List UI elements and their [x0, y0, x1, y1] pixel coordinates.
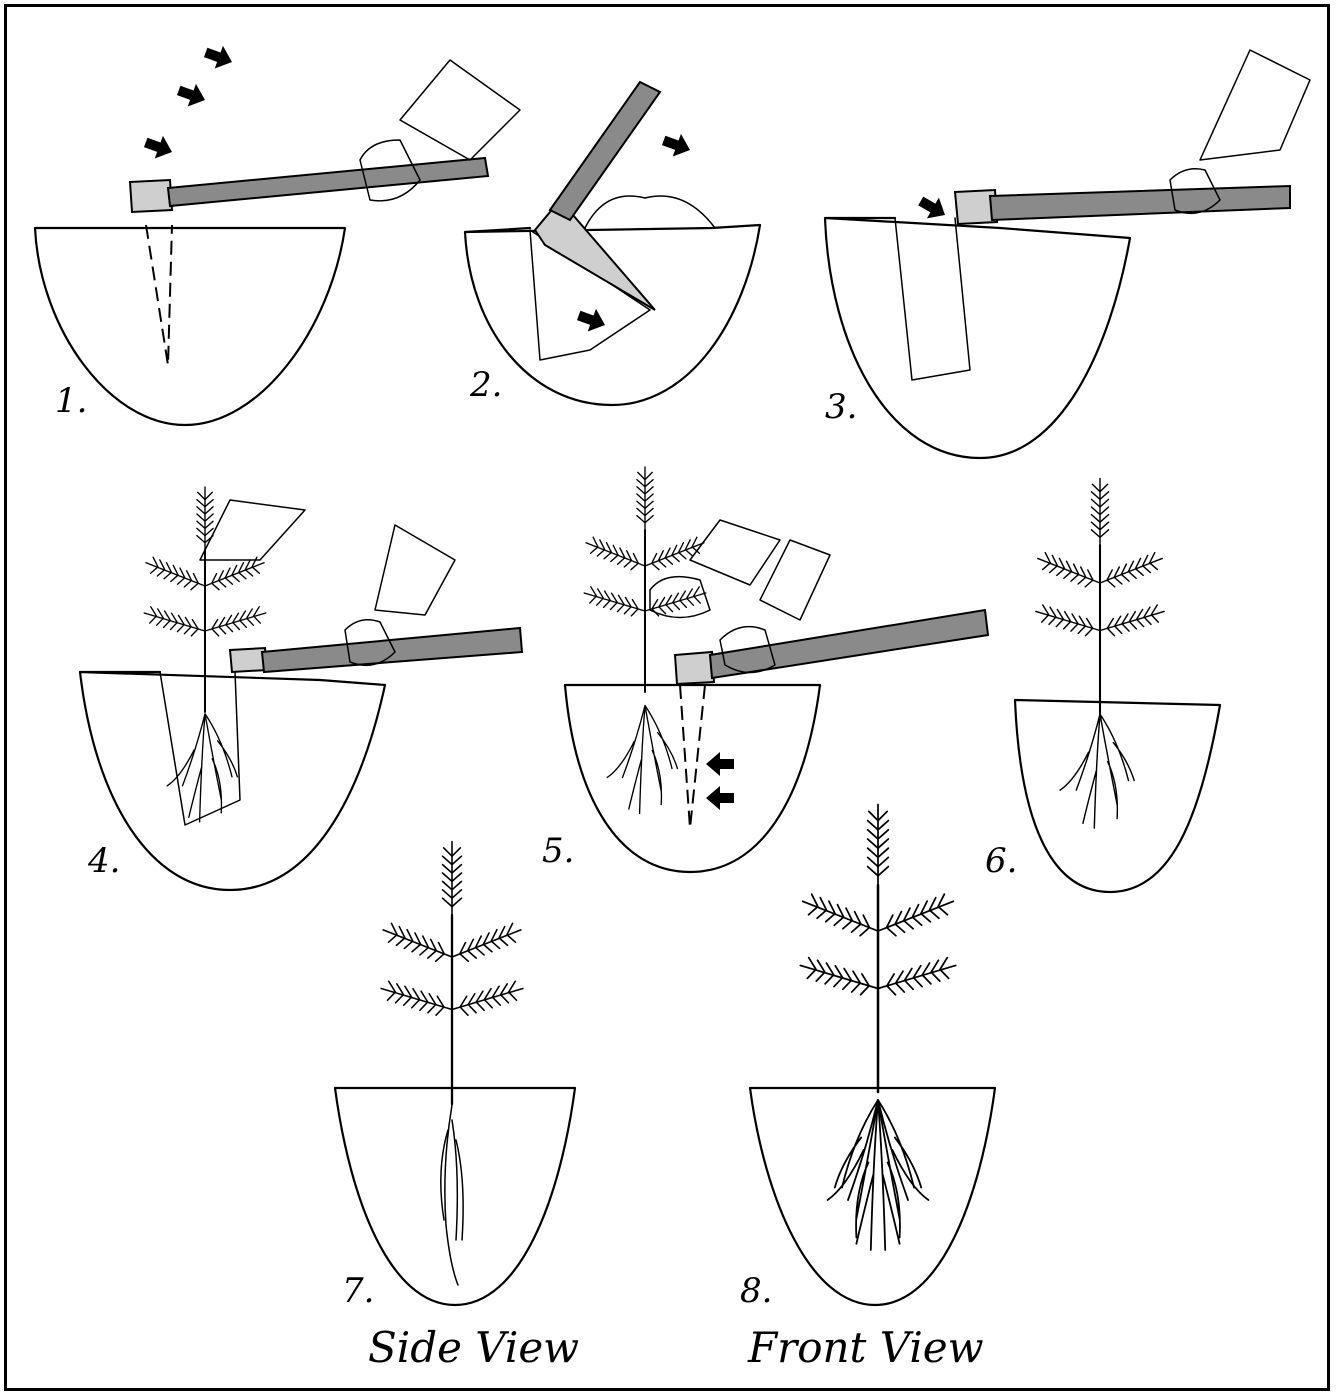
sleeve-icon [200, 500, 305, 560]
step-3-illustration: 3. [825, 50, 1310, 458]
root-system [441, 1105, 463, 1285]
arrow-icon [202, 41, 237, 73]
step-1-illustration: 1. [35, 41, 520, 425]
step-number-6: 6. [985, 841, 1017, 881]
arrow-icon [175, 79, 210, 111]
step-number-8: 8. [740, 1271, 772, 1311]
hoe-handle [168, 158, 488, 206]
arrow-icon [142, 131, 177, 163]
hoe-handle [550, 82, 660, 220]
arrow-icon [575, 304, 610, 336]
step-number-4: 4. [87, 841, 120, 881]
hoe-handle [262, 628, 522, 672]
arrow-icon [706, 786, 734, 810]
soil-cross-section [80, 672, 385, 890]
seedling-icon [378, 842, 526, 1105]
seedling-icon [582, 467, 709, 814]
hoe-head [535, 200, 655, 310]
soil-cross-section [565, 685, 820, 872]
caption-side-view: Side View [368, 1323, 579, 1372]
step-4-illustration: 4. [80, 487, 522, 890]
hoe-handle [990, 186, 1290, 220]
step-8-illustration: 8. Front View [740, 805, 995, 1373]
closed-slit [680, 685, 705, 828]
soil-cross-section [825, 218, 1130, 458]
step-number-1: 1. [55, 381, 87, 421]
lifted-soil [585, 196, 715, 228]
step-7-illustration: 7. Side View [335, 842, 579, 1373]
arrow-icon [660, 129, 695, 161]
step-number-2: 2. [469, 365, 502, 405]
soil-cross-section [1015, 700, 1220, 892]
sleeve-icon [690, 520, 780, 585]
step-number-3: 3. [825, 387, 857, 427]
slit-outline [146, 225, 172, 365]
sleeve-icon [375, 525, 455, 615]
soil-cross-section [465, 225, 760, 405]
arrow-icon [706, 752, 734, 776]
hoe-head [675, 652, 714, 684]
hand-icon [650, 577, 710, 618]
step-5-illustration: 5. [542, 467, 988, 872]
step-6-illustration: 6. [985, 479, 1220, 893]
seedling-icon [797, 805, 959, 1093]
hoe-head [130, 180, 172, 212]
caption-front-view: Front View [747, 1323, 984, 1372]
seedling-icon [1033, 479, 1167, 829]
step-number-5: 5. [542, 831, 574, 871]
arrow-icon [915, 191, 951, 226]
planting-slit [895, 218, 970, 380]
sleeve-icon [400, 60, 520, 160]
root-system [828, 1100, 929, 1250]
sleeve-icon [760, 540, 830, 620]
step-number-7: 7. [342, 1271, 374, 1311]
hoe-handle [710, 610, 988, 678]
sleeve-icon [1200, 50, 1310, 160]
step-2-illustration: 2. [465, 82, 760, 405]
